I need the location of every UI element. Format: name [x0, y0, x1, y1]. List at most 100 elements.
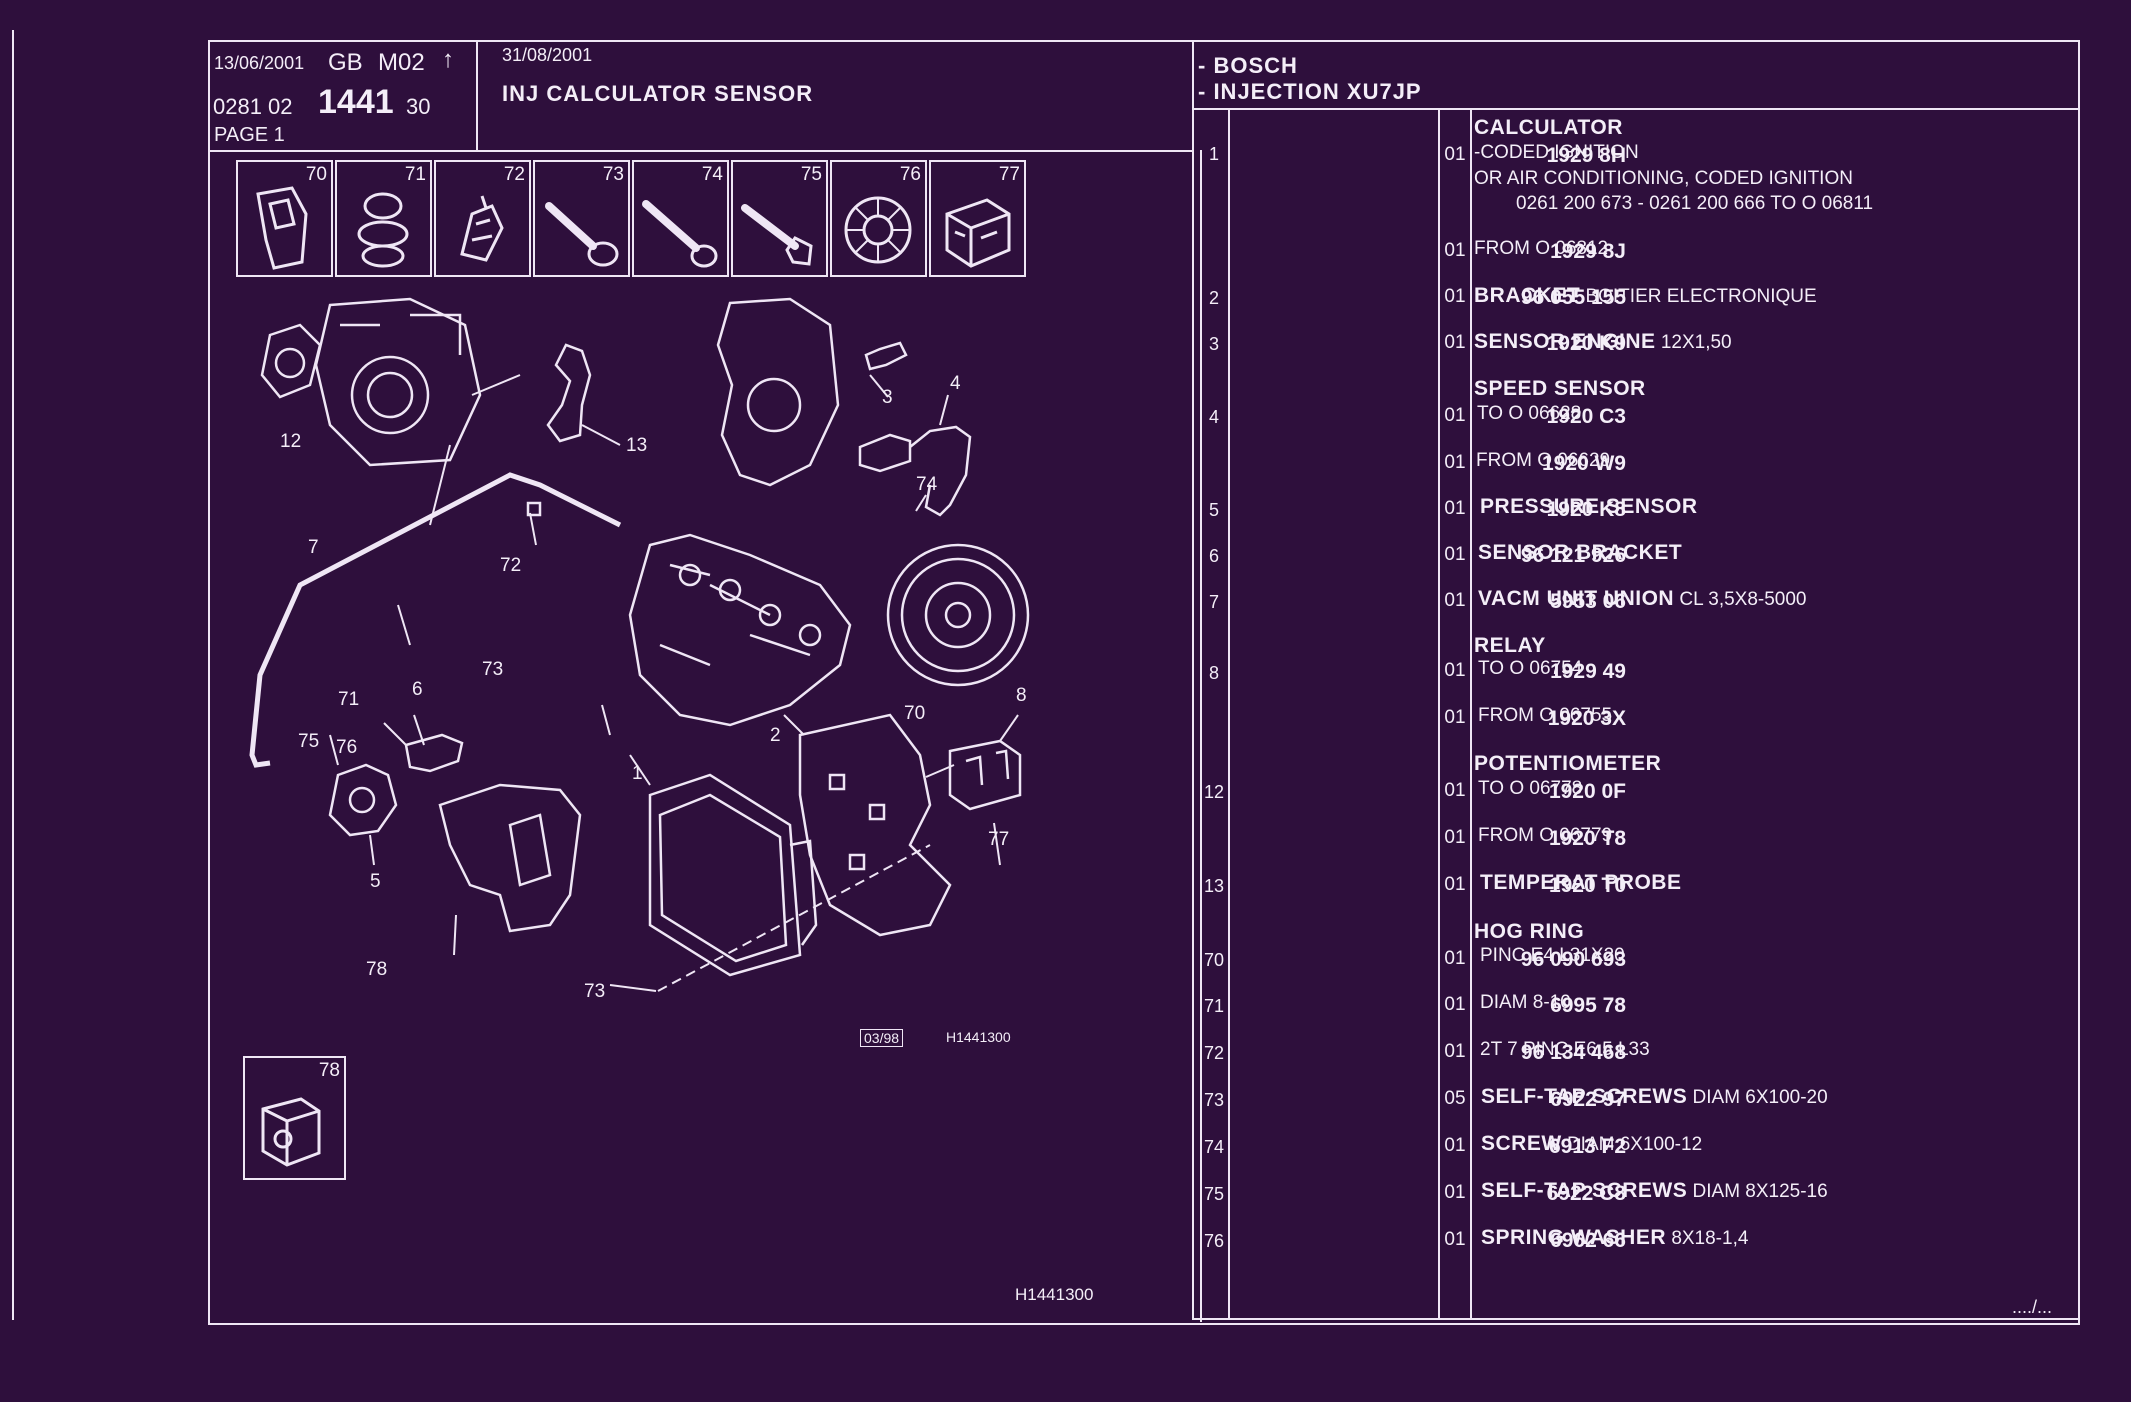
part-quantity: 01 — [1444, 660, 1466, 681]
part-description: VACM UNIT UNION CL 3,5X8-5000 — [1478, 587, 1807, 611]
part-reference: 1929 8J — [1550, 240, 1626, 263]
flywheel-part — [886, 543, 1030, 687]
part-quantity: 01 — [1444, 544, 1466, 565]
inset-part-78: 78 — [243, 1056, 346, 1180]
part-description: SENSOR ENGINE 12X1,50 — [1474, 330, 1732, 354]
part-description: OR AIR CONDITIONING, CODED IGNITION — [1474, 168, 1853, 189]
part-index: 75 — [1203, 1184, 1225, 1204]
part-name: TEMPERAT PROBE — [1480, 871, 1682, 894]
part-reference: 1920 K9 — [1546, 332, 1626, 355]
part-description: SELF-TAP SCREWS DIAM 6X100-20 — [1481, 1085, 1828, 1109]
part-index: 71 — [1203, 996, 1225, 1016]
part-index: 1 — [1208, 144, 1219, 164]
part-quantity: 01 — [1444, 590, 1466, 611]
drawing-footer-code: H1441300 — [1015, 1285, 1094, 1304]
part-name: BRACKET — [1474, 284, 1581, 307]
part-reference: 96 134 468 — [1520, 1041, 1626, 1064]
thumb-part-74: 74 — [632, 160, 729, 277]
thumb-number: 70 — [305, 164, 327, 185]
part-quantity: 01 — [1444, 240, 1466, 261]
part-description: SENSOR BRACKET — [1478, 541, 1682, 565]
part-reference: 1920 C3 — [1546, 405, 1626, 428]
callout-5: 5 — [370, 871, 381, 892]
pressure-sensor-part — [328, 763, 398, 837]
thumb-number: 74 — [701, 164, 723, 185]
callout-12: 12 — [280, 431, 301, 452]
header-model: M02 — [378, 49, 425, 76]
thumb-part-73: 73 — [533, 160, 630, 277]
part-description: FROM O 06629 — [1476, 450, 1611, 471]
part-reference: 1920 T0 — [1548, 874, 1626, 897]
part-quantity: 01 — [1444, 948, 1466, 969]
part-quantity: 01 — [1444, 1229, 1466, 1250]
part-reference: 6995 78 — [1550, 994, 1626, 1017]
grommet-icon — [357, 192, 409, 268]
part-description: TO O 06778 — [1478, 778, 1583, 799]
part-index: 4 — [1208, 407, 1219, 427]
thumb-part-75: 75 — [731, 160, 828, 277]
header-code-main: 1441 — [318, 83, 394, 121]
part-description: 0261 200 673 - 0261 200 666 TO O 06811 — [1516, 193, 1874, 214]
clip-icon — [460, 195, 504, 262]
part-index: 13 — [1203, 876, 1225, 896]
callout-73: 73 — [482, 659, 503, 680]
header-divider-right — [1192, 108, 2080, 110]
part-index: 3 — [1208, 334, 1219, 354]
header-date-right: 31/08/2001 — [502, 45, 593, 65]
part-reference: 96 055 155 — [1520, 286, 1626, 309]
part-reference: 96 090 693 — [1520, 948, 1626, 971]
screw-icon — [545, 202, 619, 267]
hog-ring-icon — [256, 186, 308, 270]
part-quantity: 01 — [1444, 144, 1466, 165]
part-quantity: 01 — [1444, 1135, 1466, 1156]
part-name: PRESSURE SENSOR — [1480, 495, 1698, 518]
relay-part — [948, 739, 1022, 811]
part-spec: DIAM 8X125-16 — [1692, 1181, 1828, 1202]
header-lang: GB — [328, 49, 363, 76]
part-index: 73 — [1203, 1090, 1225, 1110]
part-name: SELF-TAP SCREWS — [1481, 1179, 1688, 1202]
page-title: INJ CALCULATOR SENSOR — [502, 81, 814, 106]
part-quantity: 01 — [1444, 707, 1466, 728]
intake-manifold-part — [628, 533, 852, 727]
part-reference: 1920 3X — [1547, 707, 1626, 730]
part-reference: 6922 97 — [1550, 1088, 1626, 1111]
part-index: 12 — [1203, 782, 1225, 802]
callout-2: 2 — [770, 725, 781, 746]
part-reference: 1920 W9 — [1541, 452, 1626, 475]
part-reference: 1929 49 — [1550, 660, 1626, 683]
throttle-body-part — [314, 297, 482, 467]
thumb-number: 77 — [998, 164, 1020, 185]
screw-icon — [642, 200, 718, 268]
callout-78: 78 — [366, 959, 387, 980]
part-description: -CODED IGNITION — [1474, 142, 1639, 163]
callout-74: 74 — [916, 474, 938, 495]
part-index: 70 — [1203, 950, 1225, 970]
part-description: PRESSURE SENSOR — [1480, 495, 1698, 519]
brand-line-2: - INJECTION XU7JP — [1198, 79, 1422, 104]
part-heading: RELAY — [1474, 634, 1546, 657]
part-heading: POTENTIOMETER — [1474, 752, 1662, 775]
continued-marker: ..../... — [2012, 1297, 2053, 1317]
part-description: FROM O 06779 — [1478, 825, 1613, 846]
callout-76: 76 — [336, 737, 357, 758]
part-index: 7 — [1208, 592, 1219, 612]
part-quantity: 01 — [1444, 452, 1466, 473]
speed-sensor-part — [858, 425, 972, 517]
part-name: SENSOR BRACKET — [1478, 541, 1683, 564]
part-heading: CALCULATOR — [1474, 116, 1623, 139]
part-description: BRACKET BOITIER ELECTRONIQUE — [1474, 284, 1817, 308]
part-description: TO O 06628 — [1477, 403, 1582, 424]
left-edge-line — [12, 30, 14, 1320]
part-quantity: 01 — [1444, 874, 1466, 895]
part-description: 2T 7 PINC E6,5 L33 — [1480, 1039, 1650, 1060]
part-quantity: 01 — [1444, 1182, 1466, 1203]
brand-line-1: - BOSCH — [1198, 53, 1298, 78]
part-spec: DIAM 6X100-12 — [1566, 1134, 1703, 1155]
part-quantity: 05 — [1444, 1088, 1466, 1109]
drawing-stamp: 03/98 — [860, 1029, 904, 1047]
callout-4: 4 — [950, 373, 961, 394]
part-index: 76 — [1203, 1231, 1225, 1251]
mount-bracket-part — [438, 783, 582, 933]
part-index: 8 — [1208, 663, 1219, 683]
